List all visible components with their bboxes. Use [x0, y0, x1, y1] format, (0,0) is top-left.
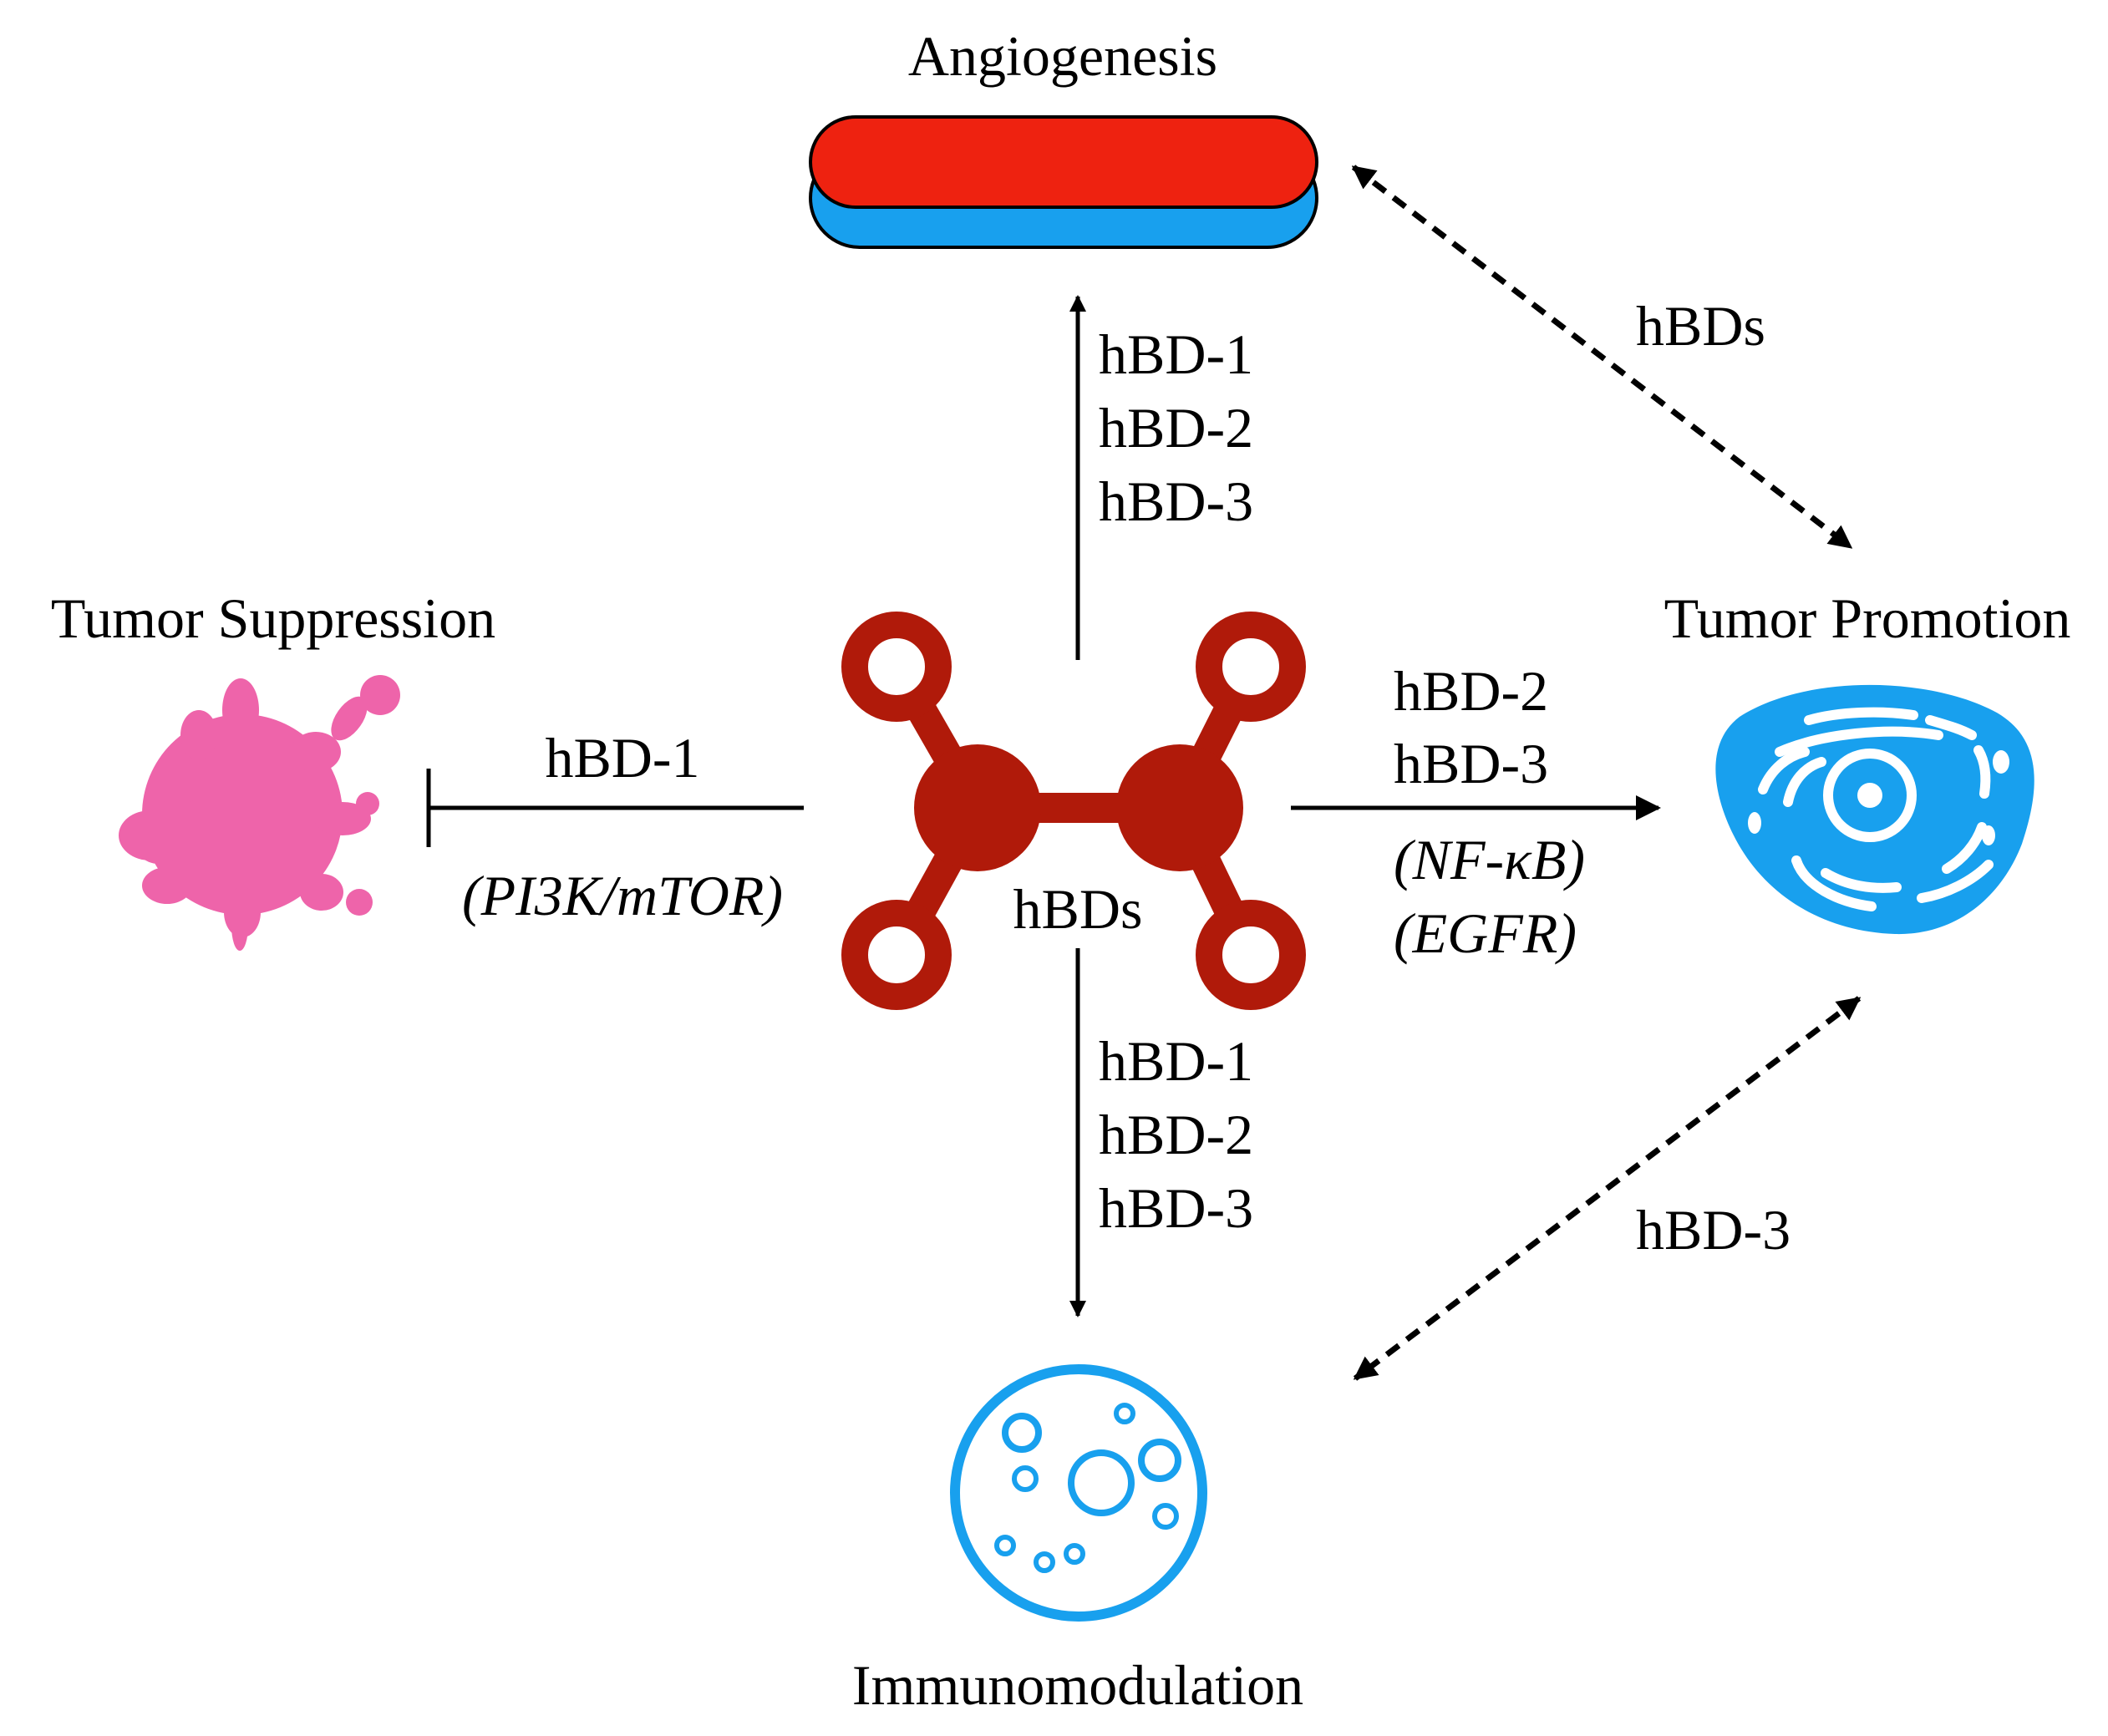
tumor-suppression-title: Tumor Suppression: [51, 586, 495, 650]
edge-label: hBD-3: [1636, 1198, 1791, 1261]
pathway-label: (PI3K/mTOR): [462, 864, 783, 927]
dashed-double-arrow: [1351, 165, 1853, 550]
inhibited-tumor-cell-icon: [119, 675, 400, 951]
edge-label: hBD-2: [1099, 396, 1253, 459]
defensin-molecule-icon: [841, 612, 1306, 1010]
tumor-promotion-node: Tumor Promotion: [1664, 586, 2071, 935]
edge-to-suppression: hBD-1 (PI3K/mTOR): [426, 726, 804, 927]
edge-label: hBD-2: [1394, 659, 1548, 723]
edge-to-immunomodulation: hBD-1 hBD-2 hBD-3: [1069, 948, 1253, 1317]
tumor-cell-icon: [1715, 684, 2034, 935]
edge-to-angiogenesis: hBD-1 hBD-2 hBD-3: [1069, 295, 1253, 660]
blood-vessel-icon: [809, 115, 1318, 249]
edge-label: hBD-2: [1099, 1103, 1253, 1166]
tumor-suppression-node: Tumor Suppression: [51, 586, 495, 951]
edge-label: hBD-1: [1099, 1029, 1253, 1093]
angiogenesis-title: Angiogenesis: [908, 24, 1217, 88]
angiogenesis-node: Angiogenesis: [809, 24, 1318, 249]
edge-label: hBD-3: [1394, 732, 1548, 795]
edge-to-promotion: hBD-2 hBD-3 (NF-κB) (EGFR): [1291, 659, 1661, 965]
immune-cell-icon: [950, 1364, 1207, 1622]
immunomodulation-node: Immunomodulation: [852, 1364, 1303, 1717]
edge-label: hBD-1: [545, 726, 699, 789]
edge-label: hBD-1: [1099, 322, 1253, 386]
tumor-promotion-title: Tumor Promotion: [1664, 586, 2071, 650]
pathway-label: (NF-κB): [1394, 828, 1585, 891]
pathway-label: (EGFR): [1394, 901, 1577, 965]
edge-angiogenesis-promotion: hBDs: [1351, 165, 1853, 550]
immunomodulation-title: Immunomodulation: [852, 1653, 1303, 1717]
dashed-double-arrow: [1353, 996, 1862, 1381]
edge-promotion-immunomodulation: hBD-3: [1353, 996, 1862, 1381]
edge-label: hBD-3: [1099, 1176, 1253, 1240]
center-label: hBDs: [1013, 877, 1143, 941]
center-node: hBDs: [841, 612, 1306, 1010]
edge-label: hBDs: [1636, 294, 1765, 358]
edge-label: hBD-3: [1099, 470, 1253, 533]
